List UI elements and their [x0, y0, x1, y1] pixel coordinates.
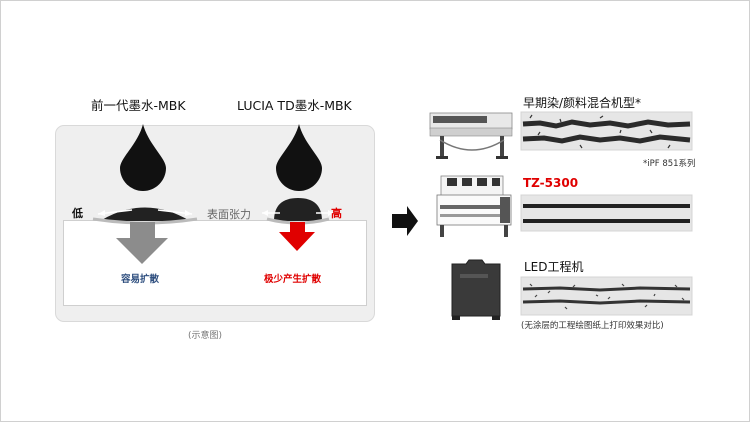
high-label: 高 — [331, 207, 342, 220]
spread-droplet-icon — [100, 207, 190, 221]
spread-little-label: 极少产生扩散 — [264, 274, 322, 285]
paper-surface — [63, 220, 367, 306]
printer-2-title: TZ-5300 — [523, 176, 579, 190]
down-arrow-icon — [279, 222, 315, 251]
low-label: 低 — [72, 207, 83, 220]
print-sample-2 — [520, 194, 693, 232]
print-sample-1 — [520, 111, 693, 151]
schematic-note: (示意图) — [188, 331, 223, 341]
print-sample-3 — [520, 276, 693, 316]
printer-3-title: LED工程机 — [524, 260, 584, 274]
printer-icon — [429, 112, 513, 159]
right-arrow-icon — [392, 206, 418, 236]
compact-droplet-icon — [274, 198, 322, 221]
printer-1-title: 早期染/颜料混合机型* — [523, 96, 642, 110]
spread-easy-label: 容易扩散 — [121, 274, 160, 285]
ink-drop-icon — [120, 124, 166, 191]
prev-ink-label: 前一代墨水-MBK — [91, 98, 186, 113]
lucia-ink-label: LUCIA TD墨水-MBK — [237, 98, 352, 113]
down-arrow-icon — [116, 222, 168, 264]
printer-3-note: (无涂层的工程绘图纸上打印效果对比) — [521, 321, 664, 331]
printer-icon — [436, 175, 512, 237]
printer-icon — [451, 259, 501, 320]
ink-drop-icon — [276, 124, 322, 191]
printer-1-note: *iPF 851系列 — [643, 159, 696, 169]
surface-tension-label: 表面张力 — [207, 208, 251, 221]
